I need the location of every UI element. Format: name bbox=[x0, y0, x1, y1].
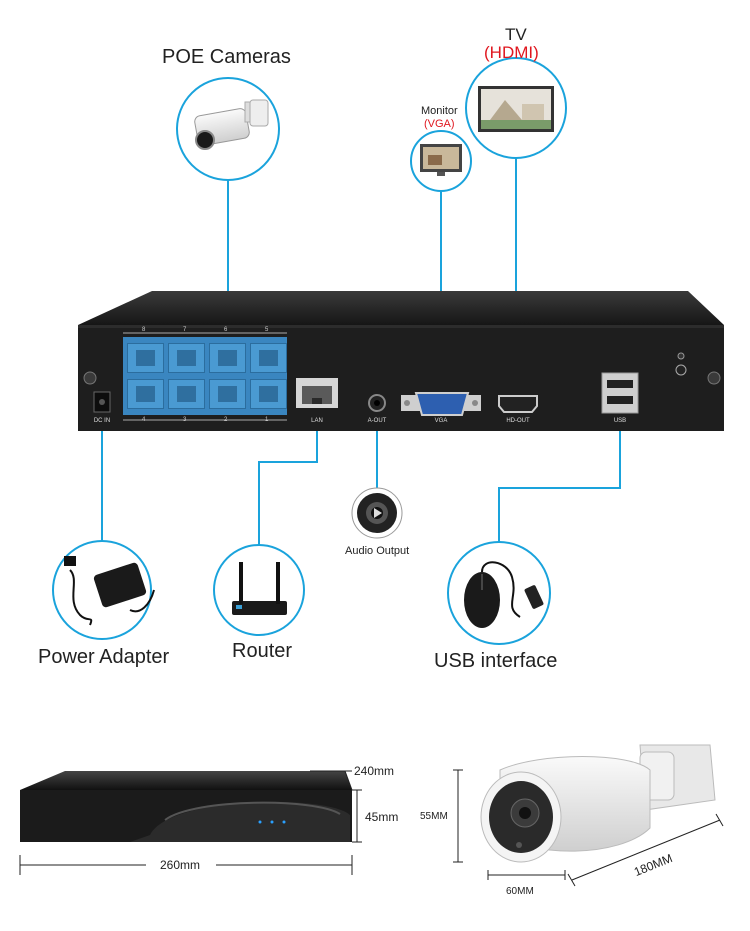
rj45-port-3 bbox=[168, 379, 205, 409]
rj45-socket bbox=[218, 350, 237, 366]
screw-left bbox=[83, 371, 97, 385]
port-label-hd-out: HD-OUT bbox=[506, 418, 530, 424]
camera-dimension-lines bbox=[453, 769, 724, 887]
poe-port-number: 1 bbox=[265, 417, 269, 423]
label-poe-cameras: POE Cameras bbox=[162, 46, 291, 68]
rj45-socket bbox=[177, 350, 196, 366]
label-audio-output: Audio Output bbox=[345, 545, 410, 557]
monitor-illustration bbox=[410, 130, 472, 192]
rj45-socket bbox=[218, 386, 237, 402]
label-power-adapter: Power Adapter bbox=[38, 646, 170, 668]
nvr-top-face bbox=[78, 291, 724, 325]
port-label-lan: LAN bbox=[311, 418, 323, 424]
poe-port-number: 3 bbox=[183, 417, 187, 423]
usb-ports bbox=[601, 372, 639, 414]
hdmi-port bbox=[498, 395, 538, 413]
audio-output-illustration bbox=[351, 487, 403, 539]
rj45-port-2 bbox=[209, 379, 246, 409]
rj45-port-4 bbox=[127, 379, 164, 409]
rj45-port-8 bbox=[127, 343, 164, 373]
port-label-a-out: A-OUT bbox=[367, 418, 387, 424]
bullet-camera-illustration bbox=[480, 744, 716, 863]
rj45-socket bbox=[259, 350, 278, 366]
rj45-socket bbox=[259, 386, 278, 402]
nvr-front-illustration bbox=[20, 771, 352, 842]
usb-mouse-illustration bbox=[447, 541, 551, 645]
tv-illustration bbox=[465, 57, 567, 159]
line-usb bbox=[498, 418, 621, 545]
label-monitor: Monitor bbox=[421, 105, 458, 117]
nvr-dimension-lines bbox=[19, 770, 362, 875]
screw-right bbox=[707, 371, 721, 385]
poe-port-bracket-lines bbox=[123, 332, 287, 421]
label-tv-hdmi: (HDMI) bbox=[484, 43, 539, 62]
dim-camera-width: 60MM bbox=[506, 886, 534, 897]
dim-camera-height: 55MM bbox=[420, 811, 448, 822]
rj45-port-5 bbox=[250, 343, 287, 373]
port-label-usb: USB bbox=[613, 418, 627, 424]
label-usb-interface: USB interface bbox=[434, 650, 558, 672]
rj45-socket bbox=[177, 386, 196, 402]
port-label-dc-in: DC IN bbox=[93, 418, 111, 424]
poe-port-number: 6 bbox=[224, 327, 228, 333]
rj45-port-7 bbox=[168, 343, 205, 373]
rj45-socket bbox=[136, 350, 155, 366]
ground-terminal bbox=[675, 364, 687, 376]
dim-nvr-depth: 240mm bbox=[354, 764, 395, 778]
rj45-port-1 bbox=[250, 379, 287, 409]
poe-ports: 8 7 6 5 4 3 2 1 bbox=[123, 327, 287, 423]
poe-port-number: 5 bbox=[265, 327, 269, 333]
label-tv: TV bbox=[505, 25, 527, 44]
line-router bbox=[258, 407, 318, 545]
label-router: Router bbox=[232, 640, 293, 662]
power-adapter-illustration bbox=[52, 540, 155, 640]
rj45-socket bbox=[136, 386, 155, 402]
dim-nvr-width: 260mm bbox=[160, 858, 201, 872]
poe-port-number: 7 bbox=[183, 327, 187, 333]
poe-camera-illustration bbox=[176, 77, 280, 181]
dim-nvr-height: 45mm bbox=[365, 810, 399, 824]
poe-port-number: 2 bbox=[224, 417, 228, 423]
label-monitor-vga: (VGA) bbox=[424, 118, 455, 130]
poe-port-number: 8 bbox=[142, 327, 146, 333]
router-illustration bbox=[213, 544, 305, 636]
poe-port-number: 4 bbox=[142, 417, 146, 423]
port-label-vga: VGA bbox=[434, 418, 448, 424]
rj45-port-6 bbox=[209, 343, 246, 373]
